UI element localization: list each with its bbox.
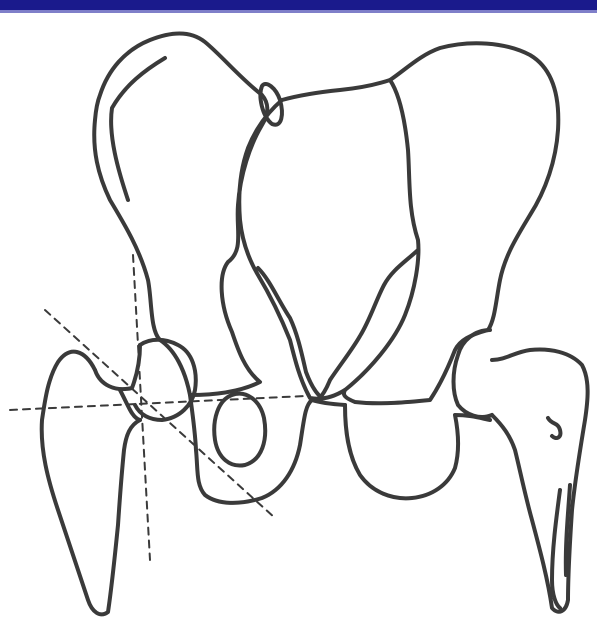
- left-greater-trochanter: [95, 345, 140, 389]
- sacrum-outline: [239, 80, 418, 399]
- header-bar-fill: [0, 0, 597, 10]
- left-obturator-foramen: [214, 394, 265, 466]
- top-header-bar: [0, 0, 597, 14]
- right-femur-outline: [492, 350, 588, 612]
- right-lesser-trochanter: [548, 418, 560, 438]
- header-bar-edge: [0, 10, 597, 13]
- pelvis-svg: [0, 14, 597, 624]
- right-ischium-outline: [345, 405, 490, 498]
- left-femur-outline: [42, 352, 140, 615]
- pelvis-drawing: [0, 14, 597, 624]
- pubic-symphysis: [312, 400, 345, 405]
- left-ischium-outline: [190, 395, 312, 503]
- left-iliac-crest-inner: [111, 58, 165, 200]
